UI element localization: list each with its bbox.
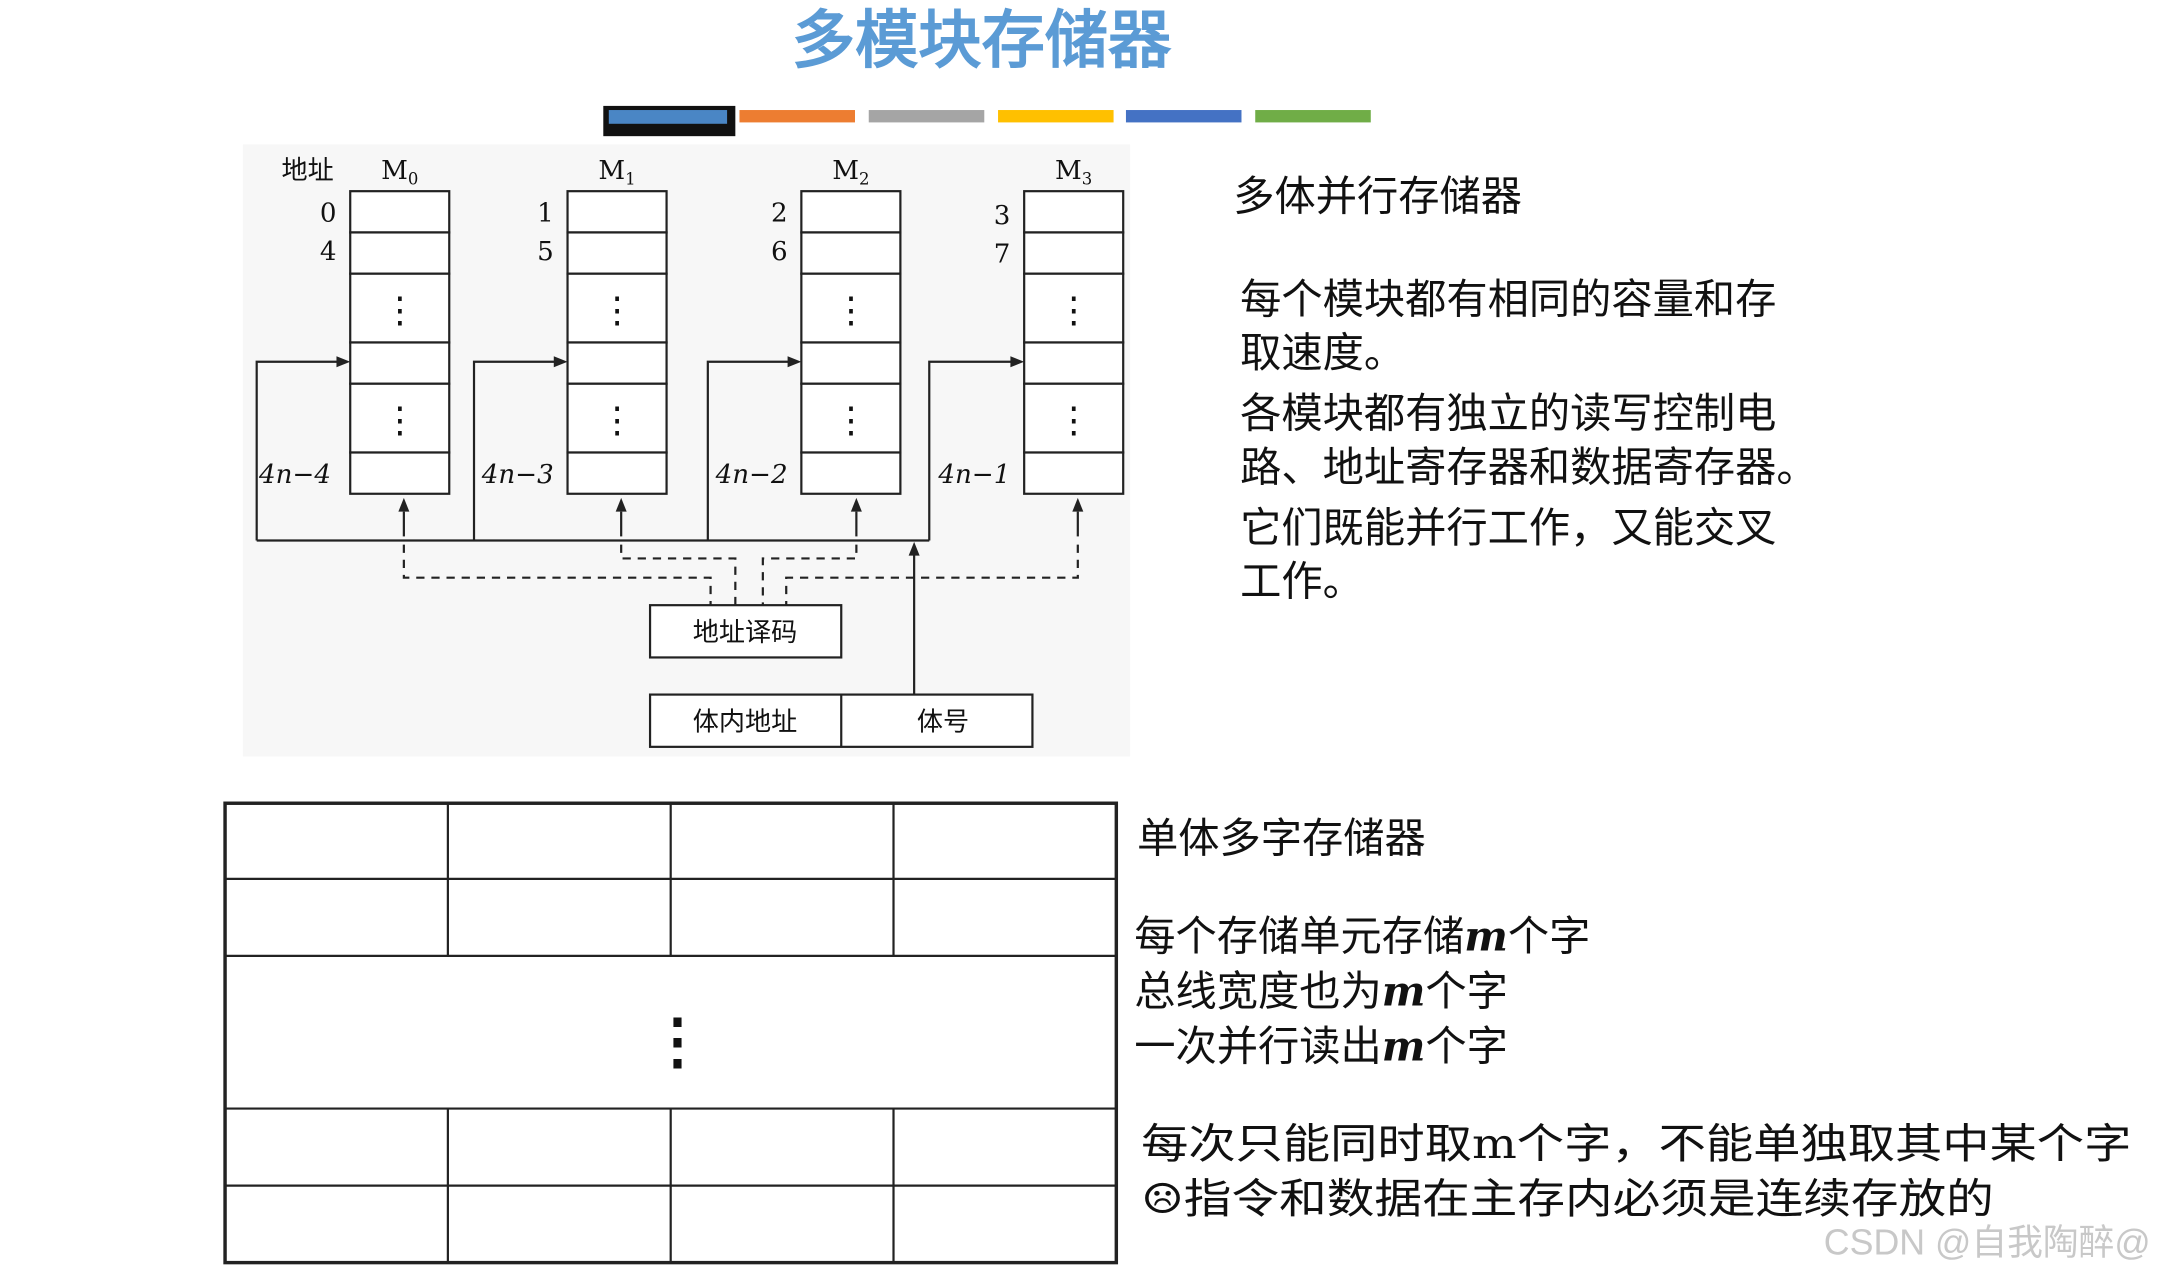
memory-cell [349, 341, 451, 385]
color-bar-segment [1125, 110, 1242, 123]
multi-bank-line: 取速度。 [1240, 329, 1405, 377]
color-bar [603, 105, 1371, 137]
memory-module-3: M3 3 7 4n−1 ⋮ ⋮ [937, 156, 1125, 495]
memory-cell [349, 272, 451, 344]
multi-bank-heading: 多体并行存储器 [1233, 172, 1522, 220]
ellipsis: ⋮ [599, 290, 635, 331]
address-last: 4n−1 [937, 460, 1010, 490]
table-ellipsis: ⋮ [647, 1006, 708, 1077]
memory-cell [566, 190, 668, 234]
module-label: M1 [598, 156, 635, 189]
color-bar-segment [998, 110, 1114, 123]
note-line: 每次只能同时取m个字，不能单独取其中某个字 [1141, 1120, 2131, 1168]
bus-lines [255, 356, 1084, 695]
memory-cell [1023, 341, 1125, 385]
single-bank-line: 每个存储单元存储m个字 [1134, 911, 1590, 960]
memory-cell [800, 451, 902, 495]
single-bank-line: 一次并行读出m个字 [1134, 1021, 1508, 1070]
select-lines [402, 544, 1079, 606]
address-number: 7 [994, 240, 1011, 270]
address-number: 2 [771, 198, 788, 228]
module-label: M2 [832, 156, 869, 189]
module-label: M3 [1055, 156, 1092, 189]
color-bar-segment [608, 110, 728, 124]
ellipsis: ⋮ [599, 400, 635, 441]
address-decoder-label: 地址译码 [693, 618, 798, 648]
memory-cell [1023, 451, 1125, 495]
multi-bank-description: 多体并行存储器 每个模块都有相同的容量和存 取速度。 各模块都有独立的读写控制电… [1233, 172, 1817, 605]
memory-cell [566, 382, 668, 454]
memory-cell [566, 341, 668, 385]
single-bank-table: ⋮ [223, 801, 1119, 1265]
bank-number-label: 体号 [917, 707, 969, 737]
memory-cell [349, 190, 451, 234]
single-bank-description: 单体多字存储器 每个存储单元存储m个字 总线宽度也为m个字 一次并行读出m个字 … [1134, 815, 2131, 1223]
single-bank-heading: 单体多字存储器 [1137, 815, 1426, 863]
memory-cell [800, 190, 902, 234]
ellipsis: ⋮ [1056, 400, 1092, 441]
address-number: 3 [994, 201, 1011, 231]
color-bar-segment [868, 110, 985, 123]
ellipsis: ⋮ [382, 400, 418, 441]
memory-module-1: M1 1 5 4n−3 ⋮ ⋮ [481, 156, 668, 495]
memory-module-0: M0 0 4 4n−4 ⋮ ⋮ [258, 156, 451, 495]
memory-cell [1023, 231, 1125, 275]
address-number: 5 [537, 237, 554, 267]
memory-cell [1023, 272, 1125, 344]
memory-cell [349, 382, 451, 454]
multi-bank-line: 各模块都有独立的读写控制电 [1240, 390, 1776, 438]
memory-cell [800, 231, 902, 275]
address-last: 4n−3 [481, 460, 554, 490]
address-decoder-box [648, 604, 843, 659]
memory-cell [566, 272, 668, 344]
inner-address-label: 体内地址 [693, 707, 798, 737]
address-number: 1 [537, 198, 554, 228]
multi-bank-line: 它们既能并行工作，又能交叉 [1240, 504, 1776, 552]
note-line: ☹指令和数据在主存内必须是连续存放的 [1141, 1175, 1994, 1223]
memory-cell [1023, 190, 1125, 234]
address-label: 地址 [281, 156, 333, 186]
memory-cell [566, 231, 668, 275]
page-title: 多模块存储器 [792, 3, 1172, 77]
ellipsis: ⋮ [833, 400, 869, 441]
ellipsis: ⋮ [382, 290, 418, 331]
memory-cell [800, 341, 902, 385]
single-bank-line: 总线宽度也为m个字 [1134, 966, 1508, 1015]
color-bar-segment [739, 110, 855, 123]
address-number: 4 [320, 237, 337, 267]
ellipsis: ⋮ [1056, 290, 1092, 331]
multi-bank-line: 每个模块都有相同的容量和存 [1240, 276, 1776, 324]
memory-module-2: M2 2 6 4n−2 ⋮ ⋮ [715, 156, 902, 495]
address-number: 6 [771, 237, 788, 267]
csdn-watermark: CSDN @自我陶醉@ [1824, 1222, 2151, 1262]
address-number: 0 [320, 198, 337, 228]
address-last: 4n−2 [715, 460, 788, 490]
multi-bank-line: 路、地址寄存器和数据寄存器。 [1240, 443, 1818, 491]
module-label: M0 [381, 156, 418, 189]
color-bar-segment [1255, 110, 1371, 123]
ellipsis: ⋮ [833, 290, 869, 331]
multi-bank-line: 工作。 [1240, 558, 1364, 606]
memory-cell [566, 451, 668, 495]
memory-cell [349, 231, 451, 275]
address-last: 4n−4 [258, 460, 331, 490]
memory-cell [349, 451, 451, 495]
interleaved-memory-diagram: 地址 M0 0 4 4n−4 ⋮ ⋮ M1 1 5 4n−3 ⋮ ⋮ M2 2 6 4n−2 ⋮ ⋮ M3 3 7 4n−… [242, 144, 1131, 757]
